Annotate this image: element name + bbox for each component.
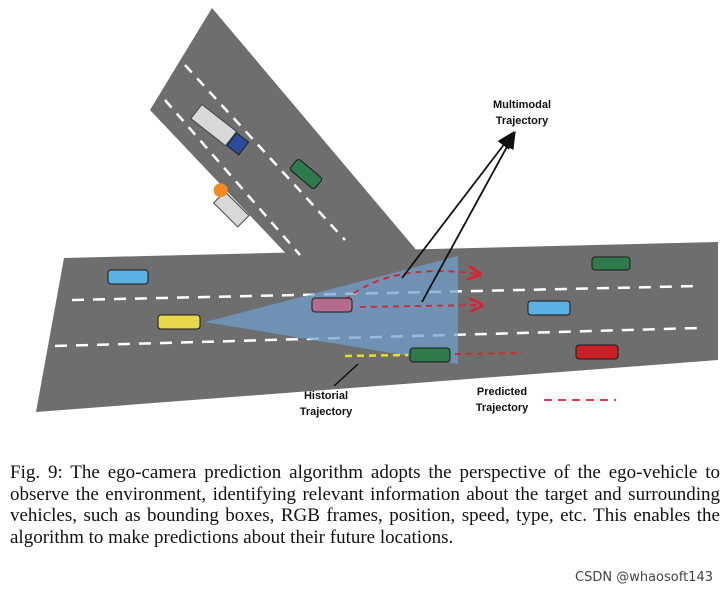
ego-vehicle-icon bbox=[157, 314, 201, 330]
label-multimodal-line1: Multimodal bbox=[493, 99, 551, 111]
car-icon bbox=[527, 300, 571, 316]
branch-road bbox=[150, 8, 418, 300]
figure-illustration: Multimodal Trajectory Historial Trajecto… bbox=[36, 8, 718, 418]
label-historial-line2: Trajectory bbox=[300, 406, 353, 418]
predicted-trajectory-lower bbox=[454, 352, 523, 355]
watermark: CSDN @whaosoft143 bbox=[575, 570, 713, 585]
label-predicted-line1: Predicted bbox=[477, 386, 527, 398]
car-icon bbox=[409, 347, 451, 363]
figure-caption: Fig. 9: The ego-camera prediction algori… bbox=[10, 462, 720, 548]
multimodal-arrow-icon bbox=[401, 131, 515, 279]
multimodal-arrow-icon bbox=[421, 130, 516, 303]
label-predicted-line2: Trajectory bbox=[476, 402, 529, 414]
car-icon bbox=[575, 344, 619, 360]
branch-lane-marking bbox=[184, 64, 346, 241]
predicted-trajectory-upper bbox=[344, 271, 478, 301]
tow-truck-icon bbox=[212, 183, 250, 228]
truck-icon bbox=[190, 103, 250, 156]
label-multimodal-line2: Trajectory bbox=[496, 115, 549, 127]
historical-trajectory bbox=[344, 353, 409, 358]
branch-lane-marking bbox=[164, 99, 301, 256]
predicted-trajectory-middle bbox=[359, 305, 480, 307]
car-icon bbox=[107, 269, 149, 285]
target-vehicle-icon bbox=[311, 297, 353, 313]
car-icon bbox=[591, 256, 631, 271]
vehicles bbox=[107, 103, 631, 363]
car-icon bbox=[289, 159, 323, 189]
historial-pointer bbox=[333, 363, 359, 387]
label-historial-line1: Historial bbox=[304, 390, 348, 402]
